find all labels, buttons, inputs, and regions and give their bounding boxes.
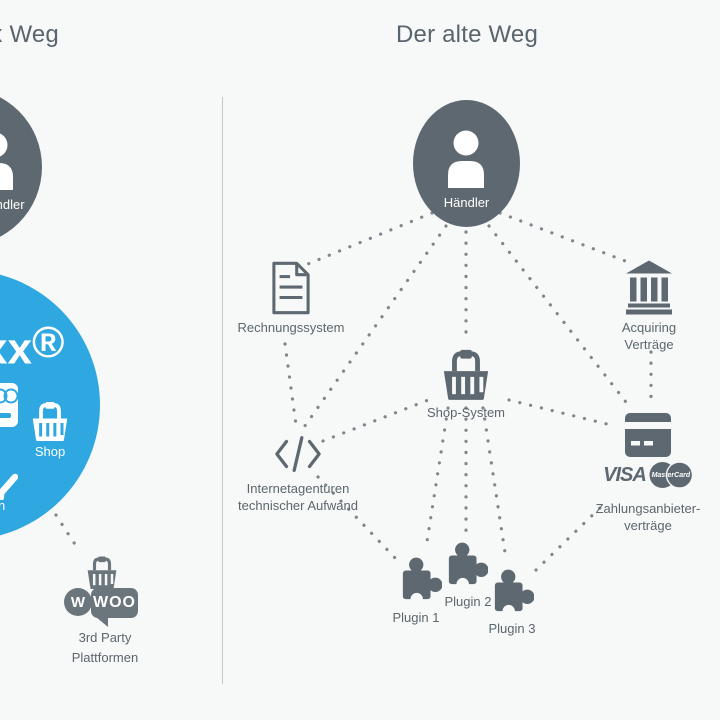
wordpress-icon: W <box>64 588 92 616</box>
acquiring-node: Acquiring Verträge <box>599 260 699 353</box>
shop-system-label: Shop-System <box>426 405 506 420</box>
partial-label-fragment: n <box>0 498 6 513</box>
payrexx-logo-text: payrexx <box>0 324 32 374</box>
acquiring-label-line1: Acquiring <box>621 320 677 335</box>
third-party-label-line2: Plattformen <box>71 650 139 665</box>
bank-icon <box>626 260 672 315</box>
woo-text: WOO <box>93 594 136 611</box>
basket-icon <box>87 556 117 589</box>
connector-merchant-acquiring <box>498 211 635 266</box>
agencies-label-line2: technischer Aufwand <box>238 498 358 513</box>
person-icon <box>0 133 13 190</box>
agencies-node: Internetagenturen technischer Aufwand <box>223 434 373 514</box>
puzzle-icon-plugin1 <box>402 557 442 606</box>
invoice-system-label: Rechnungssystem <box>237 320 345 335</box>
left-title: Der payrexx Weg <box>0 21 59 48</box>
shop-system-node: Shop-System <box>406 345 526 421</box>
invoice-system-node: Rechnungssystem <box>226 261 356 336</box>
woo-logo-tail <box>96 617 108 627</box>
code-icon <box>275 436 321 472</box>
plugin3-label: Plugin 3 <box>488 621 536 636</box>
wordpress-letter: W <box>70 593 86 611</box>
connector-invoice-agencies <box>283 342 298 427</box>
puzzle-icon-plugin3 <box>494 569 534 618</box>
connector-merchant-invoice <box>301 211 434 268</box>
connector-payrexx-woo <box>54 513 82 554</box>
merchant-circle: Händler <box>413 100 520 227</box>
puzzle-icon-plugin2 <box>448 542 488 591</box>
visa-logo: VISA <box>603 463 647 486</box>
connector-shop-plugin1 <box>424 406 450 550</box>
merchant-label: Händler <box>443 195 490 210</box>
registered-mark: ® <box>31 318 65 367</box>
credit-card-icon <box>625 413 671 457</box>
acquiring-label-line2: Verträge <box>624 337 674 352</box>
key-icon <box>0 473 18 500</box>
mastercard-text: MasterCard <box>651 471 691 479</box>
third-party-label-line1: 3rd Party <box>78 630 132 645</box>
shop-basket-icon <box>32 402 68 441</box>
mastercard-logo: MasterCard <box>649 460 694 490</box>
connector-merchant-payment <box>487 224 631 408</box>
payment-label-line2: verträge <box>624 518 672 533</box>
mastercard-circles-icon <box>649 461 694 489</box>
left-merchant-label: Händler <box>0 197 25 212</box>
basket-icon <box>443 349 489 400</box>
connector-agencies-shop <box>321 395 438 443</box>
panel-divider <box>222 97 223 684</box>
document-icon <box>272 261 310 315</box>
payment-provider-node: VISA MasterCard Zahlungsanbieter- verträ… <box>588 413 708 534</box>
payment-card-icon <box>0 383 18 427</box>
payrexx-logo: payrexx® <box>0 318 100 374</box>
connector-shop-plugin3 <box>481 406 508 561</box>
payment-label-line1: Zahlungsanbieter- <box>595 501 701 516</box>
person-icon <box>448 130 484 188</box>
agencies-label-line1: Internetagenturen <box>246 481 350 496</box>
right-title: Der alte Weg <box>396 21 539 48</box>
card-brand-logos: VISA MasterCard <box>588 460 708 490</box>
shop-label: Shop <box>34 444 66 459</box>
plugin1-label: Plugin 1 <box>392 610 440 625</box>
connector-shop-payment <box>507 398 617 428</box>
woocommerce-logo: WOO <box>91 588 138 618</box>
plugin2-label: Plugin 2 <box>444 594 492 609</box>
